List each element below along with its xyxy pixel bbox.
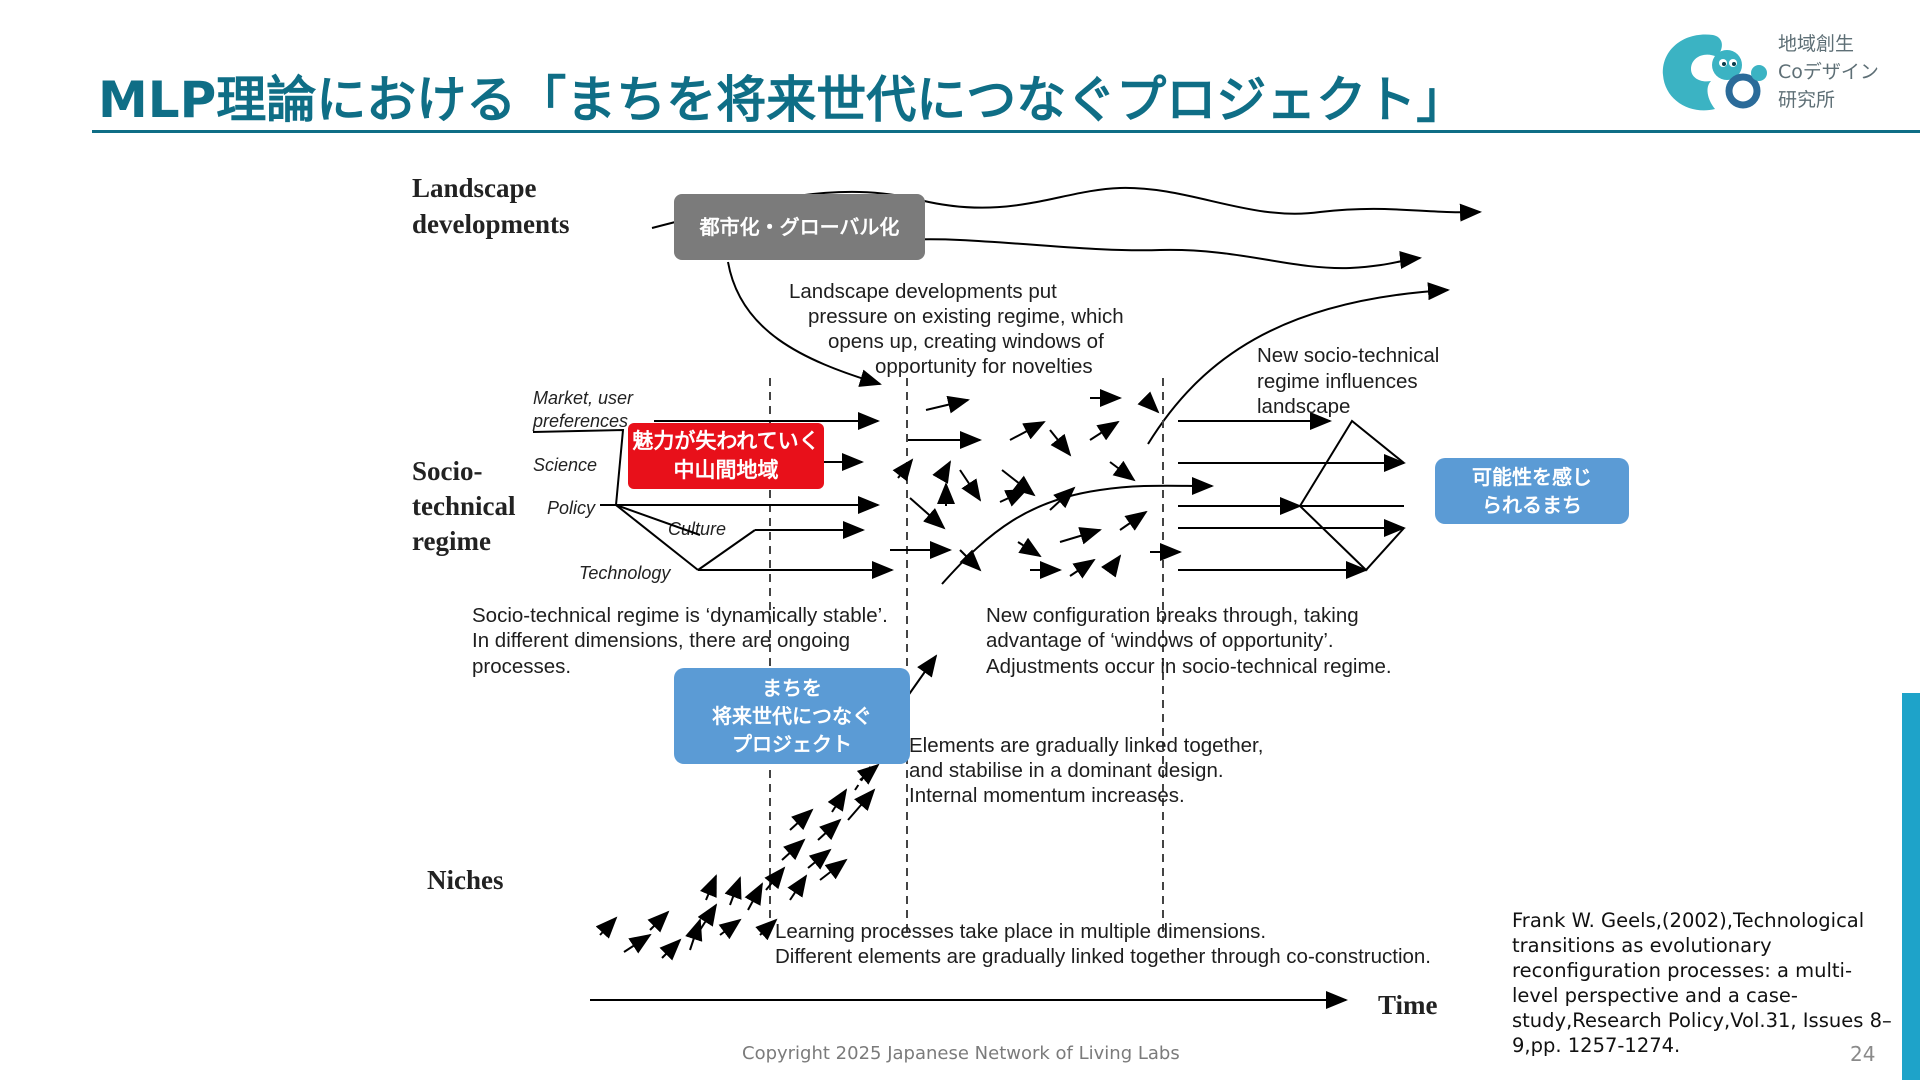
accent-bar — [1902, 693, 1920, 1080]
label-regime-2: technical — [412, 491, 516, 521]
logo-wordmark: 地域創生 Coデザイン 研究所 — [1778, 33, 1879, 111]
svg-text:Landscape developments put: Landscape developments put — [789, 280, 1057, 303]
copyright: Copyright 2025 Japanese Network of Livin… — [742, 1043, 1180, 1064]
breakthrough-curve — [941, 476, 1214, 585]
svg-text:opens up, creating windows of: opens up, creating windows of — [828, 330, 1104, 353]
label-niches: Niches — [427, 865, 504, 895]
svg-text:Adjustments occur in socio-tec: Adjustments occur in socio-technical reg… — [986, 655, 1392, 678]
dim-policy: Policy — [547, 498, 596, 518]
page-title: MLP理論における「まちを将来世代につなぐプロジェクト」 — [98, 71, 1467, 129]
svg-text:Learning processes take place: Learning processes take place in multipl… — [775, 920, 1266, 943]
callout-possibility: 可能性を感じ られるまち — [1435, 458, 1629, 524]
svg-text:advantage of ‘windows of oppor: advantage of ‘windows of opportunity’. — [986, 629, 1334, 652]
dim-market-1: Market, user — [533, 388, 634, 408]
svg-text:regime influences: regime influences — [1257, 370, 1418, 393]
citation-text: Frank W. Geels,(2002),Technological tran… — [1512, 909, 1892, 1057]
label-landscape-2: developments — [412, 209, 570, 239]
note-learning: Learning processes take place in multipl… — [775, 920, 1431, 968]
svg-text:landscape: landscape — [1257, 395, 1350, 418]
callout-project: まちを 将来世代につなぐ プロジェクト — [674, 668, 910, 764]
logo-icon — [1662, 34, 1767, 111]
dim-culture: Culture — [668, 519, 726, 539]
svg-text:New socio-technical: New socio-technical — [1257, 344, 1439, 367]
regime-scatter-arrows — [890, 389, 1182, 579]
label-landscape-1: Landscape — [412, 173, 537, 203]
page-number: 24 — [1850, 1042, 1876, 1066]
svg-text:Different elements are gradual: Different elements are gradually linked … — [775, 945, 1431, 968]
svg-text:Elements are gradually linked: Elements are gradually linked together, — [909, 734, 1263, 757]
dim-science: Science — [533, 455, 597, 475]
svg-text:and stabilise in a dominant de: and stabilise in a dominant design. — [909, 759, 1224, 782]
new-regime-bundle — [1178, 412, 1406, 579]
callout-urbanization: 都市化・グローバル化 — [674, 194, 925, 260]
note-linked: Elements are gradually linked together, … — [909, 734, 1263, 807]
dim-technology: Technology — [579, 563, 671, 583]
svg-text:pressure on existing regime, w: pressure on existing regime, which — [808, 305, 1124, 328]
note-landscape-pressure: Landscape developments put pressure on e… — [789, 280, 1124, 378]
svg-text:New configuration breaks throu: New configuration breaks through, taking — [986, 604, 1359, 627]
dim-market-2: preferences — [532, 411, 628, 431]
callout-declining-area: 魅力が失われていく 中山間地域 — [628, 423, 824, 489]
svg-text:In different dimensions, there: In different dimensions, there are ongoi… — [472, 629, 850, 652]
title-underline — [92, 130, 1920, 133]
note-breakthrough: New configuration breaks through, taking… — [986, 604, 1392, 678]
svg-text:processes.: processes. — [472, 655, 571, 678]
label-regime-1: Socio- — [412, 456, 483, 486]
note-new-regime: New socio-technical regime influences la… — [1257, 344, 1439, 418]
svg-text:Internal momentum increases.: Internal momentum increases. — [909, 784, 1185, 807]
window-lines — [769, 378, 1164, 935]
note-stable: Socio-technical regime is ‘dynamically s… — [472, 604, 888, 678]
svg-text:Socio-technical regime is ‘dyn: Socio-technical regime is ‘dynamically s… — [472, 604, 888, 627]
label-time: Time — [1378, 990, 1438, 1020]
svg-text:opportunity for novelties: opportunity for novelties — [875, 355, 1093, 378]
label-regime-3: regime — [412, 526, 491, 556]
